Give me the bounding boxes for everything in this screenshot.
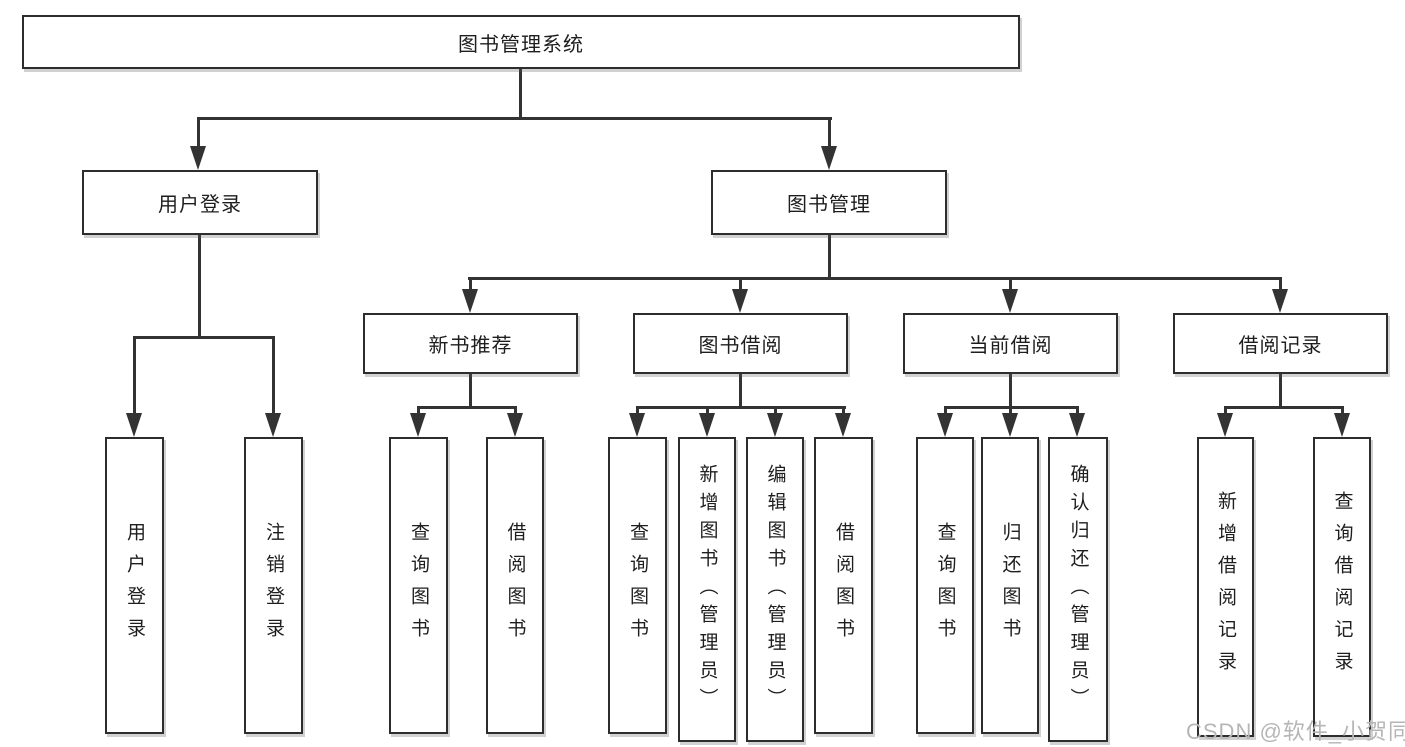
- arrowhead: [1272, 289, 1288, 313]
- leaf-label: 借阅图书: [504, 521, 526, 650]
- connector-arrow-stem: [842, 406, 845, 416]
- arrowhead: [265, 413, 281, 437]
- leaf-label: 借阅图书: [833, 521, 854, 650]
- leaf-query-books-recommend: 查询图书: [389, 437, 448, 734]
- connector-records-hline: [1224, 406, 1344, 409]
- connector-root-stem: [519, 66, 522, 118]
- connector-arrow-stem: [1009, 406, 1012, 416]
- connector-arrow-stem: [706, 406, 709, 416]
- connector-bookmgmt-stem: [828, 234, 831, 280]
- leaf-logout: 注销登录: [244, 437, 303, 734]
- connector-arrow-stem: [133, 336, 136, 416]
- arrowhead: [462, 289, 478, 313]
- connector-userlogin-hline: [133, 336, 275, 339]
- node-book-borrow: 图书借阅: [633, 313, 848, 374]
- arrowhead: [1002, 413, 1018, 437]
- leaf-label: 确认归还（管理员）: [1067, 463, 1089, 716]
- arrowhead: [835, 413, 851, 437]
- connector-level3-hline: [468, 277, 1282, 280]
- node-label: 新书推荐: [428, 335, 513, 357]
- connector-arrow-stem: [1279, 277, 1282, 291]
- node-new-book-recommend: 新书推荐: [363, 313, 578, 374]
- connector-level2-hline: [197, 117, 832, 120]
- leaf-label: 用户登录: [124, 521, 145, 650]
- node-current-borrow: 当前借阅: [903, 313, 1118, 374]
- leaf-query-books-borrow: 查询图书: [608, 437, 667, 734]
- leaf-label: 查询图书: [627, 521, 648, 650]
- node-label: 图书借阅: [698, 335, 783, 357]
- arrowhead: [732, 289, 748, 313]
- connector-newbook-stem: [469, 373, 472, 408]
- node-borrow-records: 借阅记录: [1173, 313, 1388, 374]
- connector-current-stem: [1009, 373, 1012, 408]
- connector-userlogin-stem: [198, 234, 201, 338]
- leaf-label: 编辑图书（管理员）: [764, 463, 786, 716]
- connector-arrow-stem: [272, 336, 275, 416]
- connector-arrow-stem: [417, 406, 420, 416]
- node-label: 借阅记录: [1238, 335, 1323, 357]
- connector-arrow-stem: [197, 117, 200, 150]
- node-root: 图书管理系统: [22, 15, 1020, 69]
- arrowhead: [699, 413, 715, 437]
- arrowhead: [821, 146, 837, 170]
- arrowhead: [507, 413, 523, 437]
- leaf-confirm-return-admin: 确认归还（管理员）: [1048, 437, 1108, 742]
- leaf-label: 新增借阅记录: [1215, 491, 1236, 683]
- arrowhead: [126, 413, 142, 437]
- leaf-return-books: 归还图书: [981, 437, 1039, 734]
- node-label: 用户登录: [158, 194, 242, 216]
- arrowhead: [1217, 413, 1233, 437]
- node-label: 图书管理: [787, 194, 871, 216]
- leaf-label: 新增图书（管理员）: [696, 463, 718, 716]
- connector-arrow-stem: [1076, 406, 1079, 416]
- node-label: 当前借阅: [968, 335, 1053, 357]
- leaf-label: 注销登录: [263, 521, 284, 650]
- connector-arrow-stem: [1224, 406, 1227, 416]
- connector-newbook-hline: [417, 406, 517, 409]
- node-book-management: 图书管理: [711, 170, 947, 235]
- arrowhead: [629, 413, 645, 437]
- arrowhead: [937, 413, 953, 437]
- arrowhead: [410, 413, 426, 437]
- leaf-label: 归还图书: [999, 521, 1021, 650]
- connector-arrow-stem: [774, 406, 777, 416]
- connector-records-stem: [1279, 373, 1282, 408]
- connector-arrow-stem: [1341, 406, 1344, 416]
- connector-arrow-stem: [1009, 277, 1012, 291]
- leaf-user-login: 用户登录: [105, 437, 164, 734]
- arrowhead: [1002, 289, 1018, 313]
- node-user-login-group: 用户登录: [82, 170, 318, 235]
- leaf-edit-books-admin: 编辑图书（管理员）: [746, 437, 804, 742]
- connector-borrow-hline: [636, 406, 846, 409]
- connector-arrow-stem: [636, 406, 639, 416]
- watermark: CSDN @软件_小贺同学: [1186, 719, 1405, 744]
- leaf-add-books-admin: 新增图书（管理员）: [678, 437, 736, 742]
- connector-arrow-stem: [469, 277, 472, 291]
- connector-arrow-stem: [739, 277, 742, 291]
- leaf-label: 查询图书: [934, 521, 956, 650]
- arrowhead: [190, 146, 206, 170]
- connector-arrow-stem: [514, 406, 517, 416]
- arrowhead: [767, 413, 783, 437]
- leaf-add-borrow-record: 新增借阅记录: [1197, 437, 1254, 737]
- leaf-query-books-current: 查询图书: [916, 437, 974, 734]
- node-root-label: 图书管理系统: [458, 33, 584, 56]
- arrowhead: [1069, 413, 1085, 437]
- connector-arrow-stem: [828, 117, 831, 150]
- leaf-borrow-books: 借阅图书: [814, 437, 873, 734]
- leaf-label: 查询借阅记录: [1331, 491, 1353, 683]
- leaf-label: 查询图书: [408, 521, 429, 650]
- connector-arrow-stem: [944, 406, 947, 416]
- leaf-borrow-books-recommend: 借阅图书: [486, 437, 544, 734]
- connector-borrow-stem: [739, 373, 742, 408]
- leaf-query-borrow-record: 查询借阅记录: [1313, 437, 1371, 737]
- arrowhead: [1334, 413, 1350, 437]
